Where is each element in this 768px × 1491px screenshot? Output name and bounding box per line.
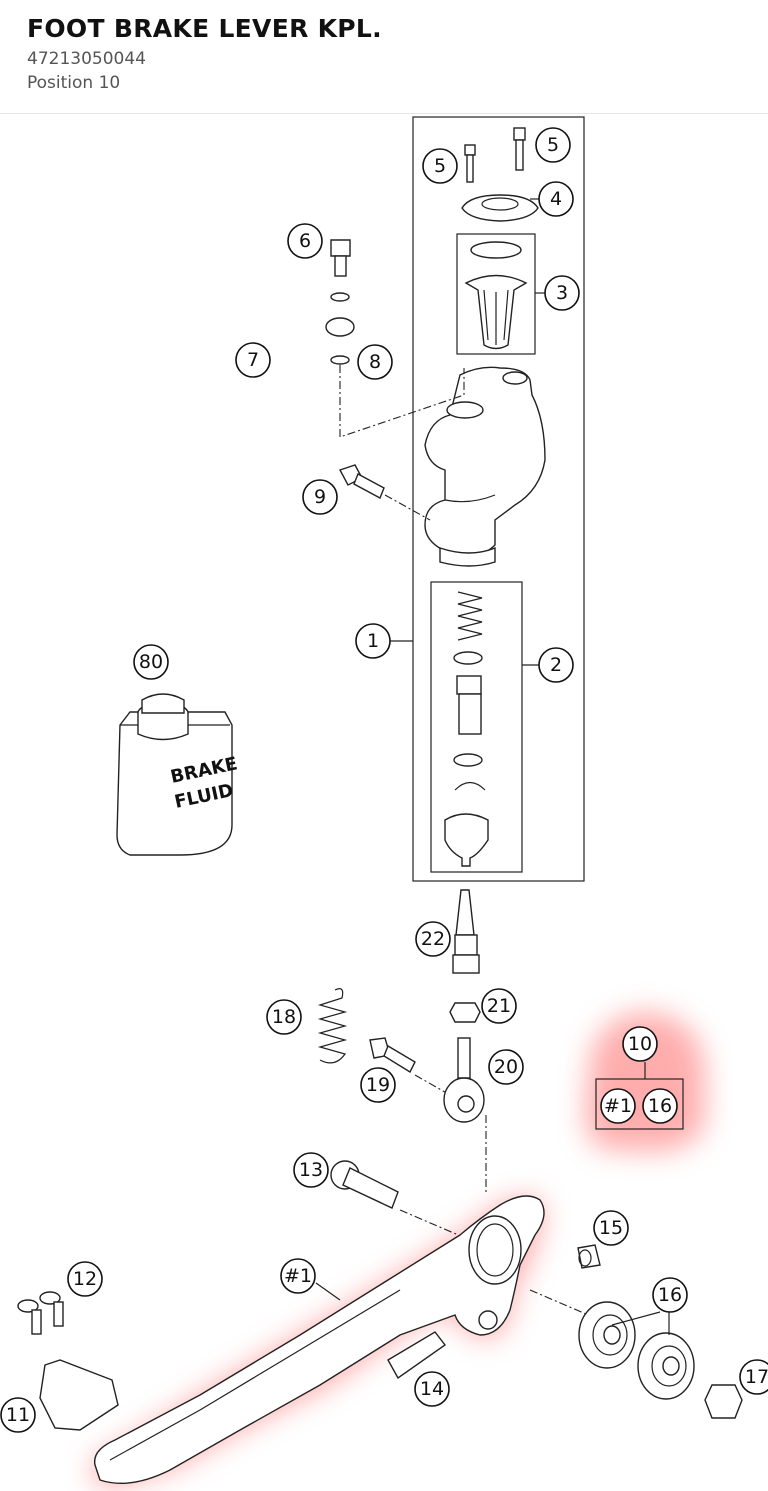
reservoir-cap-group-frame <box>456 233 536 355</box>
bearing-part <box>578 1301 695 1400</box>
pivot-bolt-part <box>369 1037 416 1073</box>
callout-6: 6 <box>287 223 323 259</box>
svg-text:3: 3 <box>556 282 568 304</box>
callout-10-kit-item-1: #1 <box>600 1088 636 1124</box>
svg-text:4: 4 <box>550 188 562 210</box>
callout-19: 19 <box>360 1067 396 1103</box>
master-cylinder-body-part <box>424 366 546 567</box>
foot-brake-lever-part <box>93 1195 545 1485</box>
callout-15: 15 <box>593 1210 629 1246</box>
svg-text:12: 12 <box>73 1268 97 1290</box>
page-header: FOOT BRAKE LEVER KPL. 47213050044 Positi… <box>0 0 768 114</box>
callout-3: 3 <box>544 275 580 311</box>
svg-text:1: 1 <box>367 630 379 652</box>
callout-10-kit-item-16: 16 <box>642 1088 678 1124</box>
callout-9: 9 <box>302 479 338 515</box>
callout-lever-1: #1 <box>280 1258 316 1294</box>
callout-13: 13 <box>293 1152 329 1188</box>
svg-text:2: 2 <box>550 654 562 676</box>
step-plate-part <box>39 1359 119 1431</box>
svg-text:20: 20 <box>494 1056 518 1078</box>
svg-text:16: 16 <box>658 1284 682 1306</box>
svg-text:80: 80 <box>139 651 163 673</box>
clevis-part <box>443 1037 485 1123</box>
assembly-line <box>384 494 431 521</box>
svg-text:10: 10 <box>628 1033 652 1055</box>
callout-8: 8 <box>357 344 393 380</box>
page-title: FOOT BRAKE LEVER KPL. <box>27 14 382 43</box>
piston-kit-group-frame <box>430 581 523 873</box>
svg-text:21: 21 <box>487 995 511 1017</box>
callout-20: 20 <box>488 1049 524 1085</box>
svg-text:18: 18 <box>272 1006 296 1028</box>
callout-14: 14 <box>414 1371 450 1407</box>
position-label: Position 10 <box>27 73 121 93</box>
brake-fluid-can-part: BRAKE FLUID <box>116 693 239 856</box>
svg-text:17: 17 <box>745 1366 768 1388</box>
svg-text:7: 7 <box>247 349 259 371</box>
pivot-pin-part <box>330 1160 399 1209</box>
svg-text:8: 8 <box>369 351 381 373</box>
dust-boot-part <box>452 889 480 974</box>
callout-21: 21 <box>481 988 517 1024</box>
svg-text:#1: #1 <box>284 1265 312 1287</box>
piston-kit-part <box>444 591 489 867</box>
callout-5: 5 <box>422 148 458 184</box>
bushing-part <box>577 1244 601 1269</box>
leader-lines <box>315 198 684 1335</box>
callout-80: 80 <box>133 644 169 680</box>
svg-text:22: 22 <box>421 928 445 950</box>
callout-10: 10 <box>622 1026 658 1062</box>
svg-text:#1: #1 <box>604 1095 632 1117</box>
master-cylinder-group-frame <box>412 116 585 882</box>
callout-17: 17 <box>739 1359 768 1395</box>
svg-text:13: 13 <box>299 1159 323 1181</box>
mounting-bolt-part <box>338 464 385 499</box>
callout-11: 11 <box>0 1397 36 1433</box>
callout-5: 5 <box>535 127 571 163</box>
screw-part <box>464 127 526 183</box>
callout-4: 4 <box>538 181 574 217</box>
nut-part <box>449 1002 481 1023</box>
svg-text:9: 9 <box>314 486 326 508</box>
assembly-line <box>529 1289 601 1321</box>
svg-text:5: 5 <box>547 134 559 156</box>
svg-text:19: 19 <box>366 1074 390 1096</box>
svg-text:6: 6 <box>299 230 311 252</box>
callout-18: 18 <box>266 999 302 1035</box>
reservoir-cover-part <box>461 194 539 222</box>
callout-22: 22 <box>415 921 451 957</box>
svg-text:5: 5 <box>434 155 446 177</box>
callout-7: 7 <box>235 342 271 378</box>
brake-hose-part <box>238 317 355 421</box>
callout-2: 2 <box>538 647 574 683</box>
callout-12: 12 <box>67 1261 103 1297</box>
svg-text:11: 11 <box>6 1404 30 1426</box>
assembly-line <box>339 365 465 438</box>
lock-nut-part <box>704 1384 743 1419</box>
callout-1: 1 <box>355 623 391 659</box>
reservoir-insert-part <box>464 241 528 350</box>
svg-text:15: 15 <box>599 1217 623 1239</box>
return-spring-part <box>317 988 348 1064</box>
pin-part <box>387 1331 447 1380</box>
svg-text:14: 14 <box>420 1378 444 1400</box>
assembly-line <box>399 1209 471 1241</box>
screw-part <box>17 1291 64 1335</box>
callout-16: 16 <box>652 1277 688 1313</box>
svg-text:16: 16 <box>648 1095 672 1117</box>
part-number: 47213050044 <box>27 49 146 69</box>
assembly-line <box>414 1074 451 1096</box>
banjo-bolt-part <box>330 239 351 302</box>
